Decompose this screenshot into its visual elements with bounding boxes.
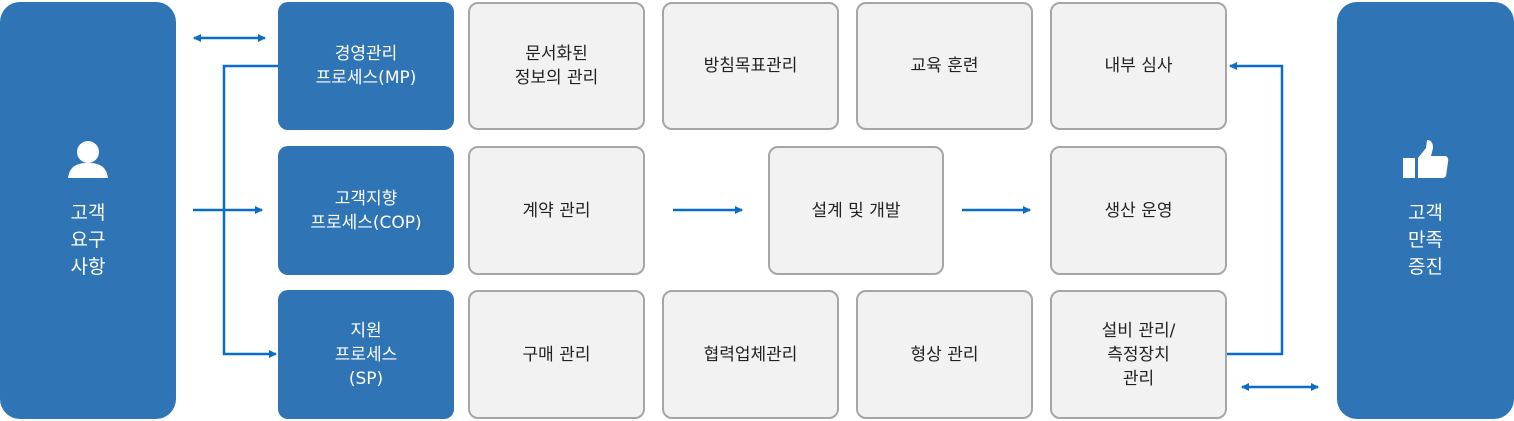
activity-label: 형상 관리 — [910, 344, 979, 365]
activity-label: 내부 심사 — [1104, 56, 1173, 76]
activity-configuration: 형상 관리 — [856, 290, 1033, 419]
activity-label: 협력업체관리 — [703, 344, 798, 365]
activity-policy-objectives: 방침목표관리 — [662, 2, 839, 130]
activity-equipment: 설비 관리/ 측정장치 관리 — [1050, 290, 1227, 419]
activity-internal-audit: 내부 심사 — [1050, 2, 1227, 130]
activity-design: 설계 및 개발 — [768, 146, 944, 275]
activity-label: 방침목표관리 — [703, 56, 798, 76]
activity-label: 문서화된 정보의 관리 — [514, 44, 599, 88]
process-label: 고객지향 프로세스(COP) — [310, 188, 422, 233]
customer-requirements-label: 고객 요구 사항 — [70, 202, 106, 278]
process-label: 지원 프로세스 (SP) — [334, 320, 398, 389]
activity-label: 설비 관리/ 측정장치 관리 — [1101, 320, 1176, 389]
process-label: 경영관리 프로세스(MP) — [315, 44, 417, 88]
activity-document-control: 문서화된 정보의 관리 — [468, 2, 645, 130]
customer-satisfaction-label: 고객 만족 증진 — [1408, 202, 1443, 278]
activity-label: 계약 관리 — [522, 200, 591, 221]
customer-satisfaction-box: 고객 만족 증진 — [1337, 2, 1514, 419]
process-sp: 지원 프로세스 (SP) — [278, 290, 454, 419]
user-icon — [68, 141, 108, 178]
activity-training: 교육 훈련 — [856, 2, 1033, 130]
process-cop: 고객지향 프로세스(COP) — [278, 146, 454, 275]
activity-contract: 계약 관리 — [468, 146, 645, 275]
activity-label: 설계 및 개발 — [811, 200, 901, 221]
activity-supplier: 협력업체관리 — [662, 290, 839, 419]
thumbs-up-icon — [1402, 140, 1448, 178]
activity-label: 구매 관리 — [522, 344, 591, 365]
activity-purchasing: 구매 관리 — [468, 290, 645, 419]
activity-label: 생산 운영 — [1104, 200, 1173, 221]
activity-production: 생산 운영 — [1050, 146, 1227, 275]
process-mp: 경영관리 프로세스(MP) — [278, 2, 454, 130]
activity-label: 교육 훈련 — [910, 56, 979, 76]
customer-requirements-box: 고객 요구 사항 — [0, 2, 176, 419]
sp-to-audit-connector — [1227, 62, 1284, 356]
